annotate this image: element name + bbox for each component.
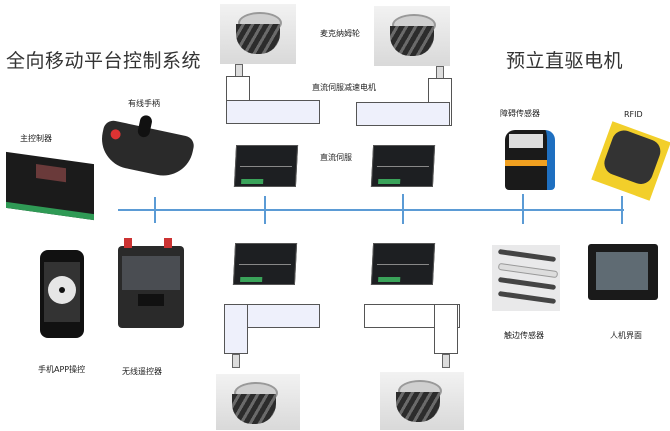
motor-title: 预立直驱电机 xyxy=(506,50,624,72)
bus-line xyxy=(118,209,624,211)
obstacle-sensor-label: 障碍传感器 xyxy=(500,109,540,118)
gear-motor-bottom-left xyxy=(220,304,320,374)
obstacle-sensor-image xyxy=(505,130,555,190)
bumper-sensor-image xyxy=(492,245,560,311)
wired-handle-image xyxy=(96,114,196,182)
rfid-label: RFID xyxy=(624,110,643,119)
wired-handle-label: 有线手柄 xyxy=(128,99,160,108)
main-controller-image xyxy=(6,151,94,221)
bus-tap xyxy=(402,194,404,224)
main-controller-label: 主控制器 xyxy=(20,134,52,143)
rfid-reader-image xyxy=(591,121,670,201)
hmi-image xyxy=(588,244,658,300)
bumper-sensor-label: 触边传感器 xyxy=(504,331,544,340)
mecanum-wheel-top-right-image xyxy=(374,6,450,66)
gear-motor-top-right xyxy=(356,66,456,136)
gear-motor-top-left xyxy=(222,64,322,134)
gear-motor-label: 直流伺服减速电机 xyxy=(312,83,376,92)
phone-app-image xyxy=(40,250,84,338)
bus-tap xyxy=(522,194,524,224)
mecanum-wheel-bottom-left-image xyxy=(216,374,300,430)
servo-driver-top-right xyxy=(370,145,436,187)
bus-tap xyxy=(154,197,156,223)
bus-tap xyxy=(264,196,266,224)
wireless-remote-label: 无线遥控器 xyxy=(122,367,162,376)
servo-driver-label: 直流伺服 xyxy=(320,153,352,162)
system-title: 全向移动平台控制系统 xyxy=(6,50,202,72)
servo-driver-top-left xyxy=(233,145,299,187)
servo-driver-bottom-left xyxy=(232,243,298,285)
bus-tap xyxy=(621,196,623,224)
wireless-remote-image xyxy=(118,238,184,328)
phone-app-label: 手机APP操控 xyxy=(38,365,86,374)
mecanum-wheel-top-left-image xyxy=(220,4,296,64)
hmi-label: 人机界面 xyxy=(610,331,642,340)
mecanum-wheel-bottom-right-image xyxy=(380,372,464,430)
gear-motor-bottom-right xyxy=(364,304,464,374)
mecanum-wheel-label: 麦克纳姆轮 xyxy=(320,29,360,38)
servo-driver-bottom-right xyxy=(370,243,436,285)
